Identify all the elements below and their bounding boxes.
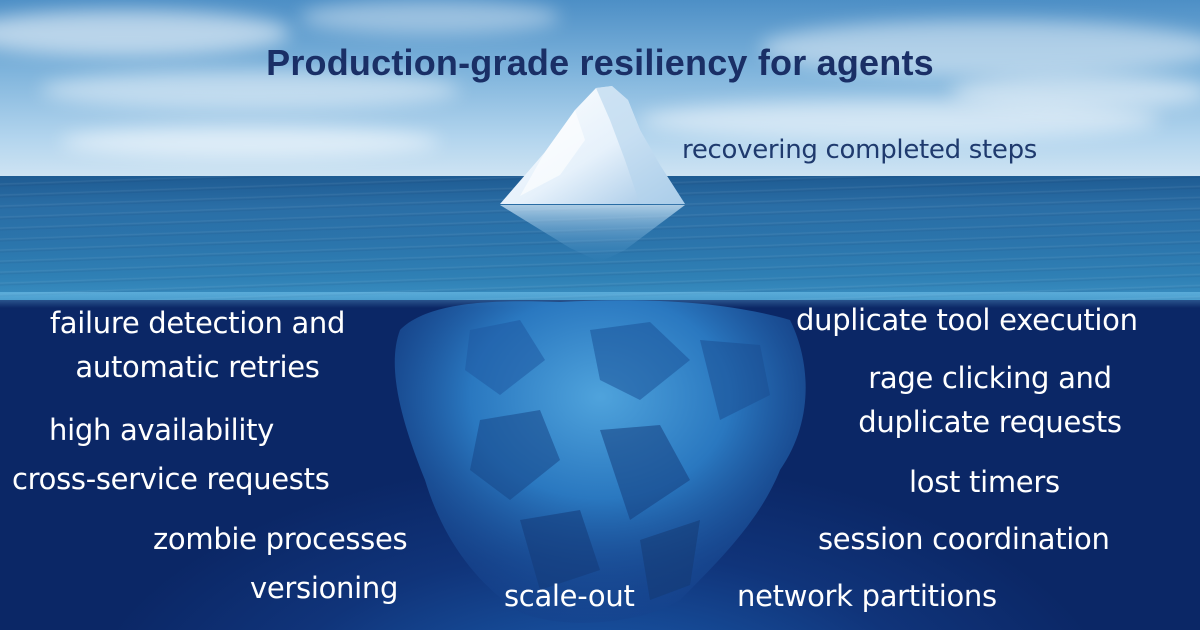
label-cross-service-requests: cross-service requests: [12, 462, 330, 496]
label-versioning: versioning: [250, 571, 399, 605]
label-zombie-processes: zombie processes: [153, 522, 408, 556]
cloud: [950, 74, 1200, 110]
label-scale-out: scale-out: [504, 579, 635, 613]
label-rage-clicking-line1: rage clicking and: [868, 361, 1112, 395]
cloud: [60, 126, 440, 158]
cloud: [760, 20, 1200, 76]
iceberg-tip: [500, 86, 685, 204]
page-title: Production-grade resiliency for agents: [266, 42, 934, 83]
label-recovering-completed-steps: recovering completed steps: [682, 135, 1038, 165]
label-failure-detection-line1: failure detection and: [49, 306, 346, 340]
iceberg-underwater-body: [394, 300, 806, 623]
waterline: [0, 292, 1200, 308]
label-network-partitions: network partitions: [737, 579, 997, 613]
label-failure-detection-line2: automatic retries: [75, 350, 320, 384]
label-rage-clicking-line2: duplicate requests: [858, 405, 1122, 439]
cloud: [0, 10, 290, 56]
iceberg-reflection: [500, 205, 685, 262]
label-duplicate-tool-execution: duplicate tool execution: [796, 303, 1138, 337]
cloud: [300, 0, 560, 34]
label-session-coordination: session coordination: [818, 522, 1110, 556]
sky: [0, 0, 1200, 178]
label-high-availability: high availability: [49, 413, 275, 447]
label-lost-timers: lost timers: [909, 465, 1060, 499]
cloud: [40, 70, 460, 110]
